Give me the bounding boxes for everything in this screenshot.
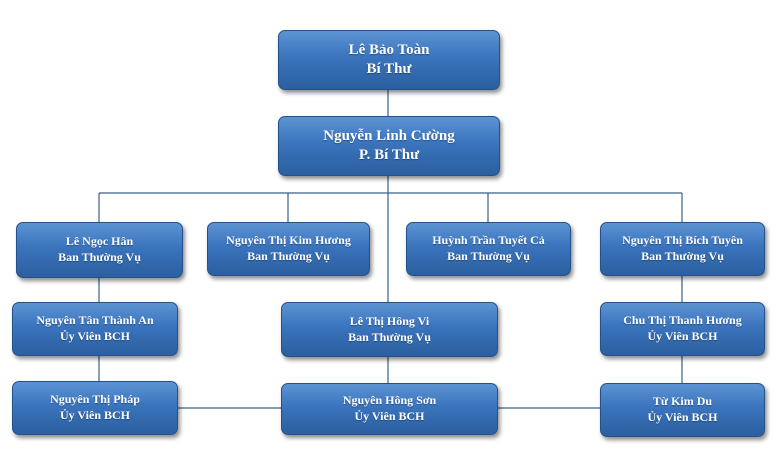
node-name: Nguyên Thị Kim Hương	[226, 233, 351, 248]
node-p-bi-thu: Nguyễn Linh Cường P. Bí Thư	[278, 116, 500, 176]
node-role: Ban Thường Vụ	[641, 249, 724, 263]
node-thanh-huong: Chu Thị Thanh Hương Ủy Viên BCH	[600, 302, 765, 356]
node-name: Lê Ngọc Hân	[65, 234, 134, 249]
node-role: Ủy Viên BCH	[59, 408, 130, 422]
node-bi-thu: Lê Bảo Toàn Bí Thư	[278, 30, 500, 90]
node-le-ngoc-han: Lê Ngọc Hân Ban Thường Vụ	[16, 222, 183, 278]
node-bich-tuyen: Nguyên Thị Bích Tuyên Ban Thường Vụ	[600, 222, 765, 276]
node-role: Ban Thường Vụ	[247, 249, 330, 263]
node-role: Ban Thường Vụ	[58, 250, 141, 264]
node-hong-son: Nguyên Hông Sơn Ủy Viên BCH	[281, 383, 498, 435]
node-name: Huỳnh Trần Tuyết Cả	[432, 233, 545, 248]
node-role: P. Bí Thư	[358, 147, 420, 163]
node-kim-huong: Nguyên Thị Kim Hương Ban Thường Vụ	[207, 222, 370, 276]
node-hong-vi: Lê Thị Hông Vi Ban Thường Vụ	[281, 302, 498, 357]
node-name: Nguyễn Linh Cường	[323, 127, 455, 144]
node-name: Lê Thị Hông Vi	[349, 313, 430, 328]
node-name: Nguyên Tân Thành An	[36, 313, 154, 328]
node-role: Ủy Viên BCH	[59, 329, 130, 343]
node-role: Ủy Viên BCH	[647, 329, 718, 343]
node-name: Từ Kim Du	[652, 394, 713, 409]
node-name: Lê Bảo Toàn	[348, 41, 430, 58]
node-name: Nguyên Hông Sơn	[342, 393, 437, 408]
node-name: Nguyên Thị Pháp	[50, 392, 140, 407]
node-role: Ban Thường Vụ	[348, 329, 431, 344]
node-role: Ban Thường Vụ	[447, 249, 530, 263]
node-thanh-an: Nguyên Tân Thành An Ủy Viên BCH	[12, 302, 178, 356]
node-role: Bí Thư	[366, 61, 412, 77]
node-name: Nguyên Thị Bích Tuyên	[622, 233, 743, 248]
node-role: Ủy Viên BCH	[647, 410, 718, 424]
node-thi-phap: Nguyên Thị Pháp Ủy Viên BCH	[12, 381, 178, 435]
node-role: Ủy Viên BCH	[354, 409, 425, 423]
node-name: Chu Thị Thanh Hương	[623, 313, 742, 328]
node-tuyet-ca: Huỳnh Trần Tuyết Cả Ban Thường Vụ	[406, 222, 571, 276]
node-tu-kim-du: Từ Kim Du Ủy Viên BCH	[600, 383, 765, 437]
